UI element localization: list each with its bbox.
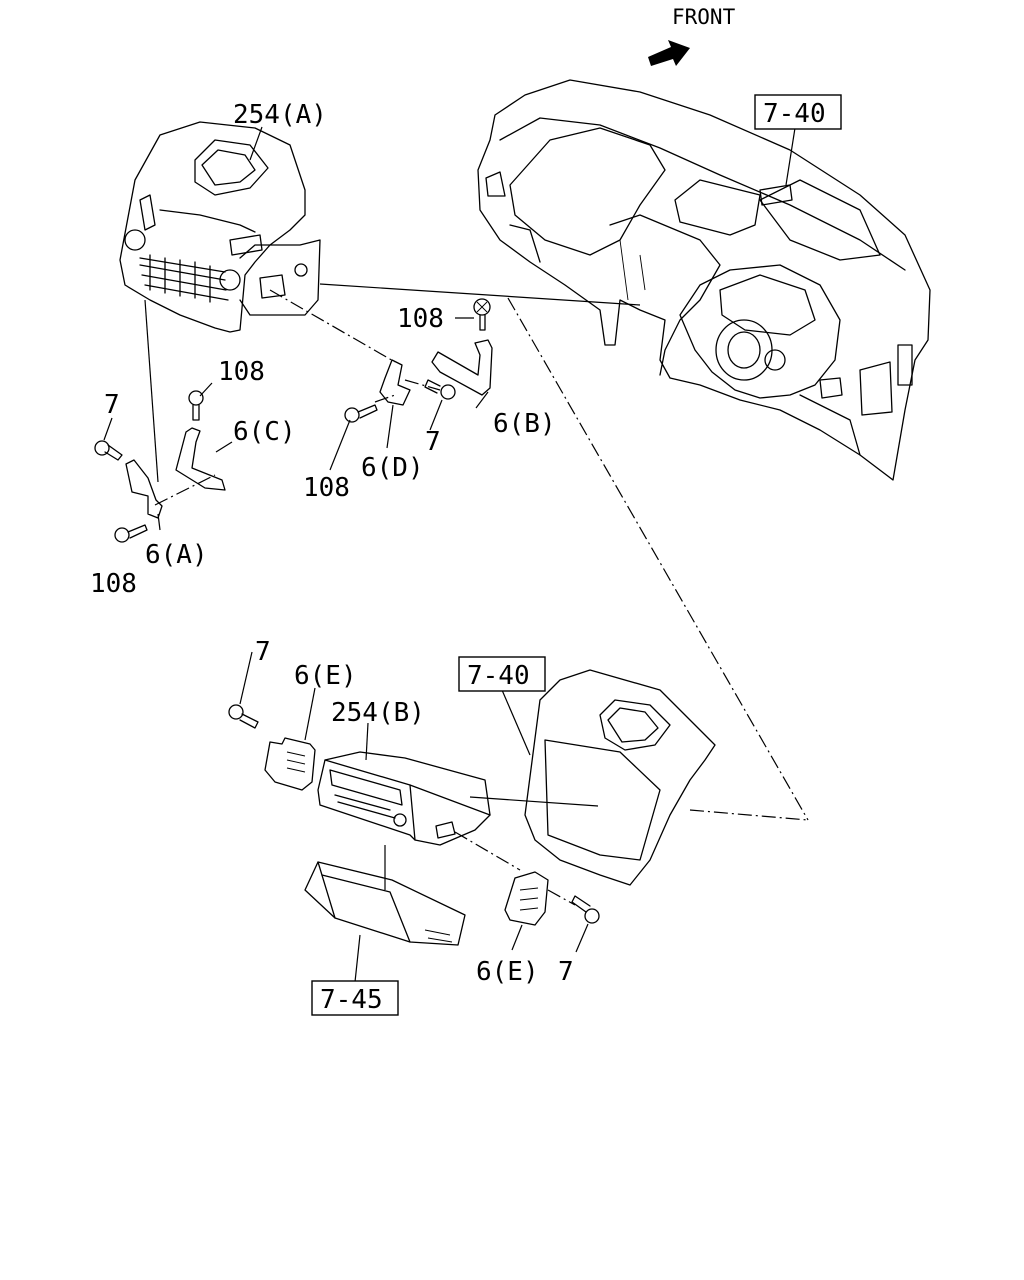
label-108-left: 108 bbox=[218, 357, 265, 387]
bracket-6c bbox=[175, 427, 226, 491]
front-label: FRONT bbox=[672, 5, 736, 29]
bolt-7-mid bbox=[424, 379, 456, 400]
leader-6a bbox=[157, 513, 161, 531]
label-254a: 254(A) bbox=[233, 100, 327, 130]
label-ref-740-top: 7-40 bbox=[763, 99, 826, 129]
label-6b: 6(B) bbox=[493, 409, 556, 439]
leader-740-top bbox=[785, 127, 796, 186]
screw-108-top bbox=[473, 298, 491, 331]
label-6c: 6(C) bbox=[233, 417, 296, 447]
leader-7-lower-left bbox=[239, 651, 253, 705]
leader-108-left bbox=[199, 382, 213, 397]
bolt-7-lower-left bbox=[228, 704, 259, 729]
leader-6b bbox=[475, 391, 489, 409]
centerline-6d-bolt bbox=[404, 379, 441, 391]
bolt-7-left bbox=[94, 440, 123, 461]
label-7-lower-left: 7 bbox=[255, 637, 271, 667]
leader-745 bbox=[354, 934, 361, 983]
leader-panel-a bbox=[319, 283, 641, 306]
label-6e-left: 6(E) bbox=[294, 661, 357, 691]
bracket-6a bbox=[125, 459, 163, 519]
front-arrow-icon bbox=[648, 40, 690, 66]
label-108-mid: 108 bbox=[303, 473, 350, 503]
bracket-6e-right bbox=[504, 871, 549, 926]
bracket-6e-left bbox=[264, 737, 316, 791]
label-7-lower-right: 7 bbox=[558, 957, 574, 987]
audio-unit-a bbox=[119, 121, 321, 333]
front-indicator: FRONT bbox=[648, 5, 736, 66]
ref-box-740-top bbox=[754, 94, 842, 130]
leader-7-lower-right bbox=[575, 923, 589, 953]
screw-108-mid bbox=[344, 404, 378, 423]
label-254b: 254(B) bbox=[331, 698, 425, 728]
leader-6e-left bbox=[304, 687, 316, 741]
centerline-bracket-c bbox=[154, 474, 216, 506]
storage-pocket bbox=[304, 861, 466, 946]
label-ref-745: 7-45 bbox=[320, 985, 383, 1015]
centerline-center-bezel bbox=[689, 809, 809, 821]
leader-254b bbox=[365, 722, 369, 761]
label-ref-740-mid: 7-40 bbox=[467, 661, 530, 691]
leader-254a bbox=[249, 126, 263, 161]
label-108-bottom: 108 bbox=[90, 569, 137, 599]
ref-box-745 bbox=[311, 980, 399, 1016]
label-6e-right: 6(E) bbox=[476, 957, 539, 987]
screw-108-bottom bbox=[114, 524, 148, 543]
label-6a: 6(A) bbox=[145, 540, 208, 570]
audio-unit-b bbox=[317, 751, 491, 846]
label-7-mid: 7 bbox=[425, 427, 441, 457]
center-bezel bbox=[524, 669, 716, 886]
leader-unit-to-bezel bbox=[469, 796, 599, 807]
leader-a-down bbox=[144, 299, 159, 483]
leader-108-mid bbox=[329, 419, 351, 471]
centerline-unit-bracket-right bbox=[454, 831, 521, 871]
screw-108-left bbox=[188, 390, 204, 421]
instrument-panel bbox=[477, 79, 931, 481]
label-6d: 6(D) bbox=[361, 453, 424, 483]
bracket-6d bbox=[379, 359, 411, 406]
leader-6e-right bbox=[511, 924, 523, 951]
leader-740-mid bbox=[501, 689, 531, 756]
label-108-top: 108 bbox=[397, 304, 444, 334]
bolt-7-lower-right bbox=[571, 895, 600, 924]
leader-6c bbox=[215, 441, 233, 453]
bracket-6b bbox=[431, 339, 493, 396]
centerline-bracket-bolt-right bbox=[547, 889, 576, 906]
leader-6d bbox=[386, 404, 394, 449]
leader-7-left bbox=[103, 417, 113, 441]
ref-box-740-mid bbox=[458, 656, 546, 692]
leader-7-mid bbox=[429, 399, 443, 431]
label-7-left: 7 bbox=[104, 390, 120, 420]
centerline-a-bracket bbox=[269, 289, 396, 363]
centerline-panel-to-center bbox=[507, 297, 809, 821]
